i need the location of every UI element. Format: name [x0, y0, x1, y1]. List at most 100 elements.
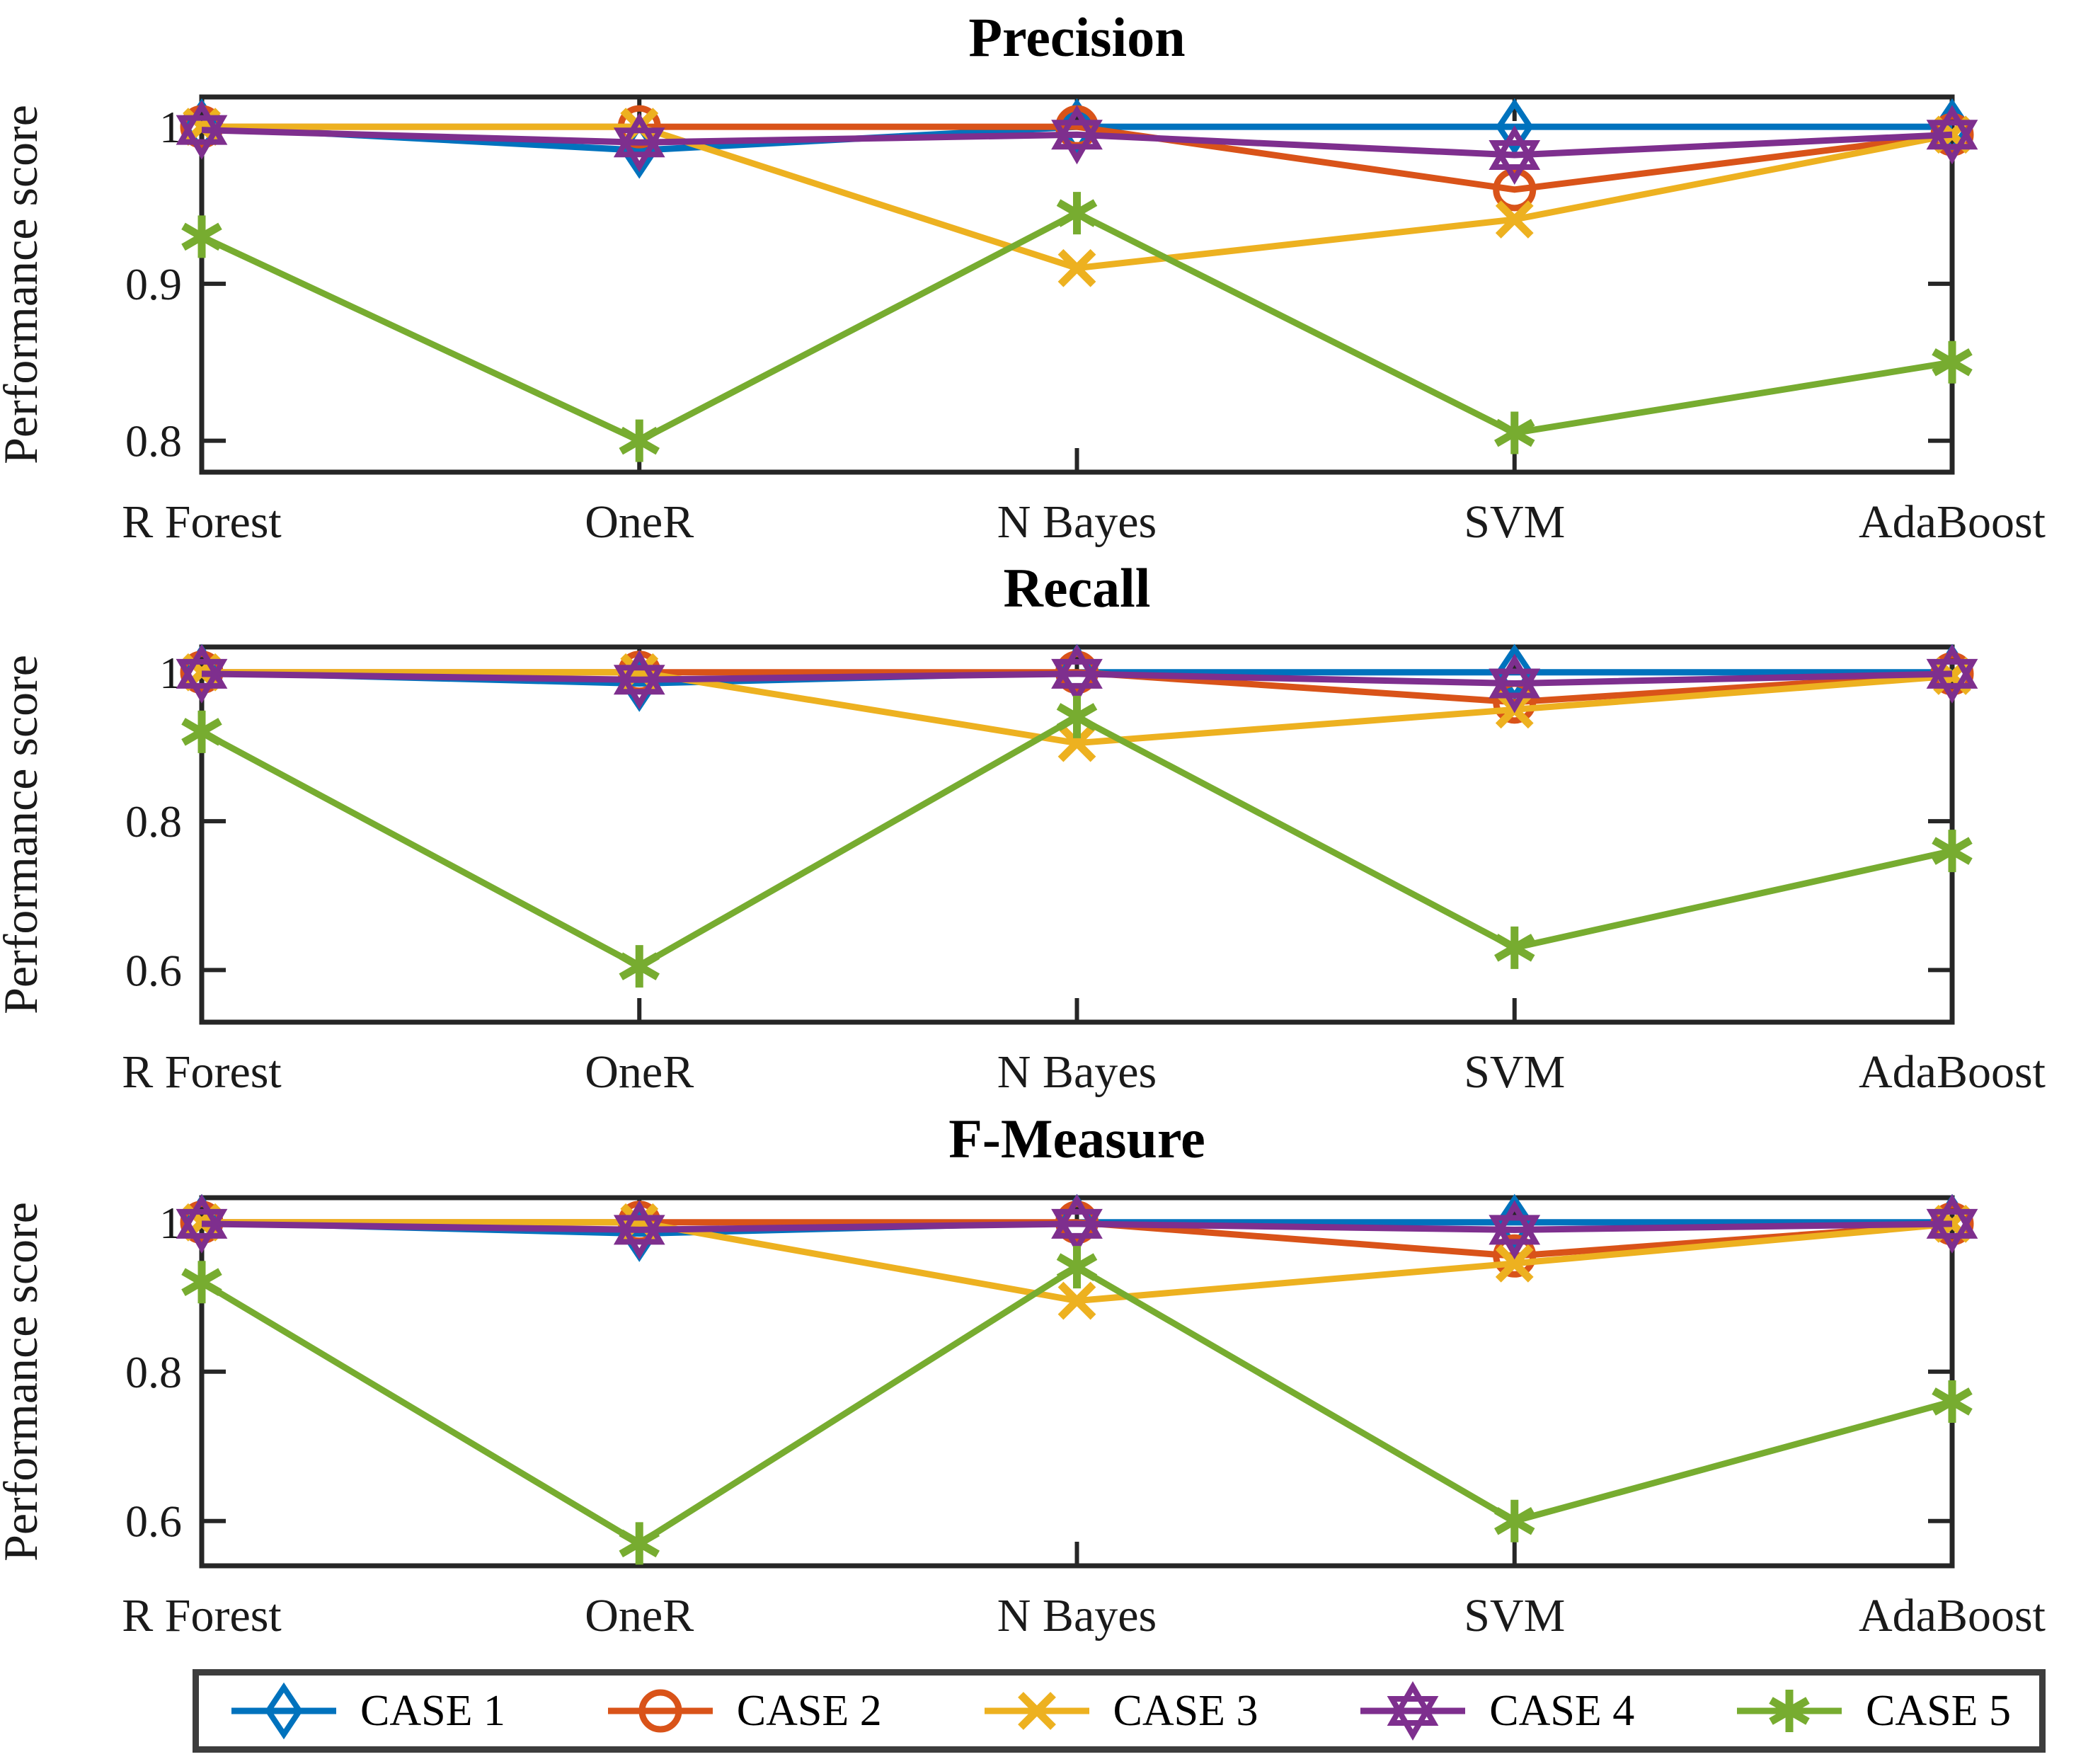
legend-x-icon: [1017, 1692, 1056, 1730]
marker-hexagram: [176, 643, 228, 704]
legend-item-case1: CASE 1: [227, 1679, 505, 1743]
series-case4: [176, 100, 1978, 185]
legend-sample-svg: [984, 1692, 1089, 1730]
x-tick-label: N Bayes: [997, 496, 1157, 548]
legend-sample-svg: [1737, 1690, 1842, 1732]
marker-hexagram: [613, 113, 665, 173]
y-tick-label: 0.8: [125, 796, 182, 847]
legend-sample-svg: [1360, 1680, 1466, 1741]
marker-x: [1495, 200, 1534, 239]
marker-asterisk: [1056, 1246, 1098, 1289]
legend-item-case2: CASE 2: [604, 1679, 882, 1743]
marker-hexagram: [1489, 125, 1541, 185]
x-tick-label: SVM: [1464, 1590, 1565, 1642]
marker-diamond: [1495, 98, 1534, 156]
marker-hexagram: [176, 1193, 228, 1254]
marker-asterisk: [1494, 926, 1535, 969]
marker-asterisk: [181, 1261, 222, 1304]
x-tick-label: SVM: [1464, 1046, 1565, 1098]
marker-hexagram: [613, 650, 665, 710]
case1-diamond-icon: [227, 1679, 340, 1743]
legend-label: CASE 5: [1866, 1686, 2011, 1735]
marker-diamond: [1495, 1193, 1534, 1252]
series-line: [201, 670, 1953, 687]
x-tick-label: SVM: [1464, 496, 1565, 548]
marker-hexagram: [1926, 105, 1978, 165]
marker-hexagram: [1051, 1193, 1103, 1254]
marker-asterisk: [1932, 830, 1973, 873]
series-case4: [176, 643, 1978, 714]
x-tick-label: AdaBoost: [1859, 496, 2046, 548]
marker-x: [1057, 1281, 1096, 1320]
marker-asterisk: [1932, 1380, 1973, 1423]
y-tick-label: 0.8: [125, 416, 182, 466]
marker-asterisk: [1494, 1499, 1535, 1542]
marker-asterisk: [181, 710, 222, 753]
y-tick-label: 1: [159, 1198, 182, 1248]
marker-hexagram: [1489, 653, 1541, 714]
case5-asterisk-icon: [1733, 1679, 1846, 1743]
marker-asterisk: [619, 945, 660, 988]
y-tick-label: 0.8: [125, 1347, 182, 1397]
marker-hexagram: [613, 1200, 665, 1260]
legend-item-case4: CASE 4: [1356, 1679, 1634, 1743]
marker-asterisk: [619, 419, 660, 462]
case4-hexagram-icon: [1356, 1679, 1469, 1743]
marker-asterisk: [1932, 340, 1973, 384]
marker-x: [1057, 248, 1096, 287]
plot-title-precision: Precision: [968, 6, 1186, 68]
marker-asterisk: [181, 215, 222, 258]
y-tick-label: 1: [159, 648, 182, 698]
marker-asterisk: [1056, 192, 1098, 235]
plot-area-f-measure: 0.6 0.8 1 R Forest OneR N Bayes SVM AdaBoost Per…: [0, 1193, 2046, 1642]
series-case4: [176, 1193, 1978, 1260]
legend-sample-svg: [607, 1689, 713, 1733]
marker-x: [1495, 1244, 1534, 1283]
marker-circle: [1493, 1234, 1537, 1278]
x-tick-label: R Forest: [122, 1046, 282, 1098]
marker-x: [1057, 723, 1096, 762]
legend-diamond-icon: [265, 1682, 303, 1740]
series-line: [201, 1220, 1953, 1233]
series-case5: [181, 192, 1973, 462]
y-axis-label: Performance score: [0, 1202, 47, 1562]
marker-hexagram: [1926, 1193, 1978, 1254]
case2-circle-icon: [604, 1679, 717, 1743]
plot-title-fmeasure: F-Measure: [948, 1108, 1205, 1169]
marker-hexagram: [1051, 643, 1103, 704]
plot-title-recall: Recall: [1003, 557, 1151, 619]
series-line: [200, 1264, 1954, 1547]
x-tick-label: R Forest: [122, 1590, 282, 1642]
x-tick-label: N Bayes: [997, 1590, 1157, 1642]
legend-item-case3: CASE 3: [980, 1679, 1258, 1743]
y-tick-label: 0.6: [125, 945, 182, 995]
marker-asterisk: [1056, 695, 1098, 738]
x-tick-label: OneR: [585, 1046, 694, 1098]
legend-sample-svg: [231, 1682, 336, 1740]
marker-asterisk: [619, 1522, 660, 1565]
series-line: [200, 714, 1953, 970]
x-tick-label: OneR: [585, 496, 694, 548]
marker-asterisk: [1494, 411, 1535, 454]
marker-hexagram: [1926, 643, 1978, 704]
y-tick-label: 0.6: [125, 1496, 182, 1547]
case3-x-icon: [980, 1679, 1094, 1743]
marker-circle: [1493, 168, 1537, 212]
marker-hexagram: [1051, 105, 1103, 165]
legend: CASE 1 CASE 2 CASE 3 CASE 4 CASE 5: [193, 1669, 2046, 1753]
series-case5: [181, 1246, 1973, 1565]
x-tick-label: AdaBoost: [1859, 1590, 2046, 1642]
series-line: [201, 127, 1953, 159]
x-tick-label: OneR: [585, 1590, 694, 1642]
legend-label: CASE 2: [736, 1686, 882, 1735]
legend-label: CASE 4: [1489, 1686, 1635, 1735]
legend-label: CASE 1: [360, 1686, 505, 1735]
y-axis-label: Performance score: [0, 655, 47, 1014]
series-case5: [181, 695, 1973, 988]
legend-hexagram-icon: [1387, 1680, 1439, 1741]
marker-diamond: [1057, 98, 1096, 156]
marker-hexagram: [176, 100, 228, 160]
